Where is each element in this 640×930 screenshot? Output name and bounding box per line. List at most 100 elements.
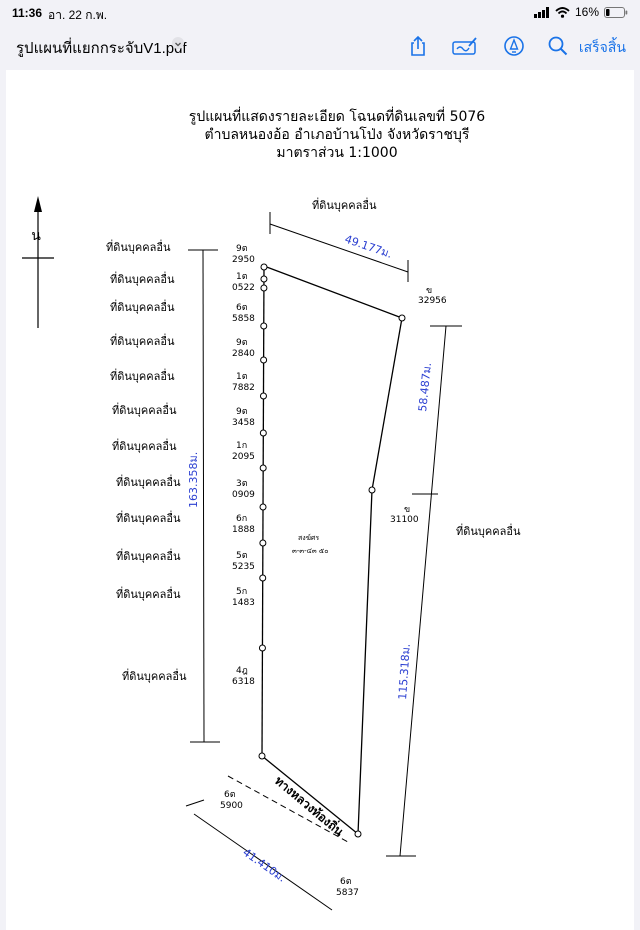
marker-number: 0522	[232, 283, 255, 293]
wifi-icon	[555, 6, 570, 18]
north-label: น	[31, 228, 41, 244]
marker-number: 5858	[232, 314, 255, 324]
pdf-page: รูปแผนที่แสดงรายละเอียด โฉนดที่ดินเลขที่…	[6, 70, 634, 930]
status-indicators: 16%	[533, 5, 628, 19]
marker-number: 6318	[232, 677, 255, 687]
search-button[interactable]	[546, 34, 570, 58]
cellular-signal-icon	[533, 6, 549, 18]
pdf-toolbar: รูปแผนที่แยกกระจับV1.pdf เสร็จสิ้น	[0, 26, 640, 66]
share-button[interactable]	[406, 34, 430, 58]
top-owner-label: ที่ดินบุคคลอื่น	[312, 197, 377, 212]
marker-number: 7882	[232, 383, 255, 393]
status-time: 11:36	[12, 6, 43, 20]
boundary-marker	[260, 322, 268, 330]
dim-right-upper-label: 58.487ม.	[416, 362, 434, 412]
marker-number: 0909	[232, 490, 255, 500]
dim-right-lower-label: 115.318ม.	[396, 643, 413, 700]
left-owner-label: ที่ดินบุคคลอื่น	[110, 333, 175, 348]
road-edge-line	[227, 775, 349, 843]
bottom-right-code: 6ต	[340, 877, 352, 887]
dim-top-label: 49.177ม.	[343, 233, 394, 261]
corner-marker-bottom-right	[354, 830, 362, 838]
left-dimension	[188, 249, 220, 743]
marker-number: 2840	[232, 349, 255, 359]
left-owner-label: ที่ดินบุคคลอื่น	[112, 438, 177, 453]
marker-code: 5ต	[236, 551, 248, 561]
battery-icon	[604, 6, 628, 18]
left-owner-label: ที่ดินบุคคลอื่น	[116, 474, 181, 489]
bottom-left-code: 6ต	[224, 790, 236, 800]
search-icon	[548, 36, 568, 56]
done-button[interactable]: เสร็จสิ้น	[578, 39, 626, 55]
pen-circle-icon	[504, 36, 524, 56]
right-owner-label: ที่ดินบุคคลอื่น	[456, 523, 521, 538]
doc-title-line2: ตำบลหนองอ้อ อำเภอบ้านโป่ง จังหวัดราชบุรี	[205, 126, 470, 143]
left-owner-label: ที่ดินบุคคลอื่น	[106, 239, 171, 254]
left-owner-label: ที่ดินบุคคลอื่น	[122, 668, 187, 683]
boundary-marker	[260, 284, 268, 292]
boundary-marker	[259, 574, 267, 582]
right-marker-1	[398, 314, 406, 322]
marker-code: 5ก	[236, 587, 247, 597]
road-name-label: ทางหลวงท้องถิ่น	[272, 772, 348, 839]
right-dimension	[386, 325, 462, 857]
marker-code: 3ต	[236, 479, 248, 489]
boundary-marker	[260, 356, 268, 364]
markup-button[interactable]	[452, 34, 478, 58]
chevron-down-icon	[175, 42, 181, 47]
file-menu-button[interactable]	[172, 37, 184, 49]
boundary-marker	[260, 275, 268, 283]
marker-number: 2950	[232, 255, 255, 265]
doc-title-line3: มาตราส่วน 1:1000	[276, 145, 397, 161]
boundary-marker	[259, 429, 267, 437]
boundary-marker	[259, 464, 267, 472]
land-plan-drawing: รูปแผนที่แสดงรายละเอียด โฉนดที่ดินเลขที่…	[22, 107, 521, 911]
marker-code: 6ต	[236, 303, 248, 313]
marker-code: 9ต	[236, 338, 248, 348]
top-dimension	[269, 212, 409, 282]
annotate-button[interactable]	[502, 34, 526, 58]
marker-number: 5235	[232, 562, 255, 572]
marker-number: 1888	[232, 525, 255, 535]
marker-number: 3458	[232, 418, 255, 428]
left-owner-label: ที่ดินบุคคลอื่น	[110, 271, 175, 286]
dim-bottom-label: 41.410ม.	[240, 846, 288, 885]
right-mark2-code: ข	[404, 505, 410, 515]
battery-percent: 16%	[574, 5, 599, 19]
right-marker-2	[368, 486, 376, 494]
left-owner-label: ที่ดินบุคคลอื่น	[110, 299, 175, 314]
left-owner-label: ที่ดินบุคคลอื่น	[110, 368, 175, 383]
file-name[interactable]: รูปแผนที่แยกกระจับV1.pdf	[16, 40, 187, 57]
status-date: อา. 22 ก.พ.	[48, 8, 108, 22]
right-mark1-num: 32956	[418, 296, 447, 306]
bottom-dimension	[185, 799, 333, 911]
left-owner-label: ที่ดินบุคคลอื่น	[116, 548, 181, 563]
left-boundary-markers: 9ต29501ต05226ต58589ต28401ต78829ต34581ก20…	[232, 244, 268, 687]
left-owner-label: ที่ดินบุคคลอื่น	[116, 586, 181, 601]
boundary-marker	[259, 539, 267, 547]
marker-number: 1483	[232, 598, 255, 608]
boundary-marker	[259, 392, 267, 400]
status-bar: 11:36 อา. 22 ก.พ. 16%	[0, 0, 640, 26]
markup-icon	[452, 37, 477, 55]
right-mark2-num: 31100	[390, 515, 419, 525]
boundary-marker	[258, 644, 266, 652]
right-mark1-code: ข	[426, 286, 432, 296]
marker-code: 1ก	[236, 441, 247, 451]
plot-boundary	[261, 265, 403, 835]
stamp-line2: ๓-๓-๔๓ ๕๐	[292, 547, 329, 555]
left-owner-label: ที่ดินบุคคลอื่น	[112, 402, 177, 417]
marker-code: 9ต	[236, 244, 248, 254]
marker-code: 9ต	[236, 407, 248, 417]
left-owner-label: ที่ดินบุคคลอื่น	[116, 510, 181, 525]
marker-code: 1ต	[236, 272, 248, 282]
left-owner-labels: ที่ดินบุคคลอื่นที่ดินบุคคลอื่นที่ดินบุคค…	[106, 239, 187, 683]
marker-number: 2095	[232, 452, 255, 462]
boundary-marker	[260, 263, 268, 271]
corner-marker-bottom-left	[258, 752, 266, 760]
dim-left-label: 163.358ม.	[187, 452, 200, 508]
marker-code: 4ฎ	[236, 666, 248, 676]
stamp-line1: สงฆ์ศร	[298, 534, 319, 542]
bottom-left-num: 5900	[220, 801, 243, 811]
doc-title-line1: รูปแผนที่แสดงรายละเอียด โฉนดที่ดินเลขที่…	[189, 107, 485, 125]
